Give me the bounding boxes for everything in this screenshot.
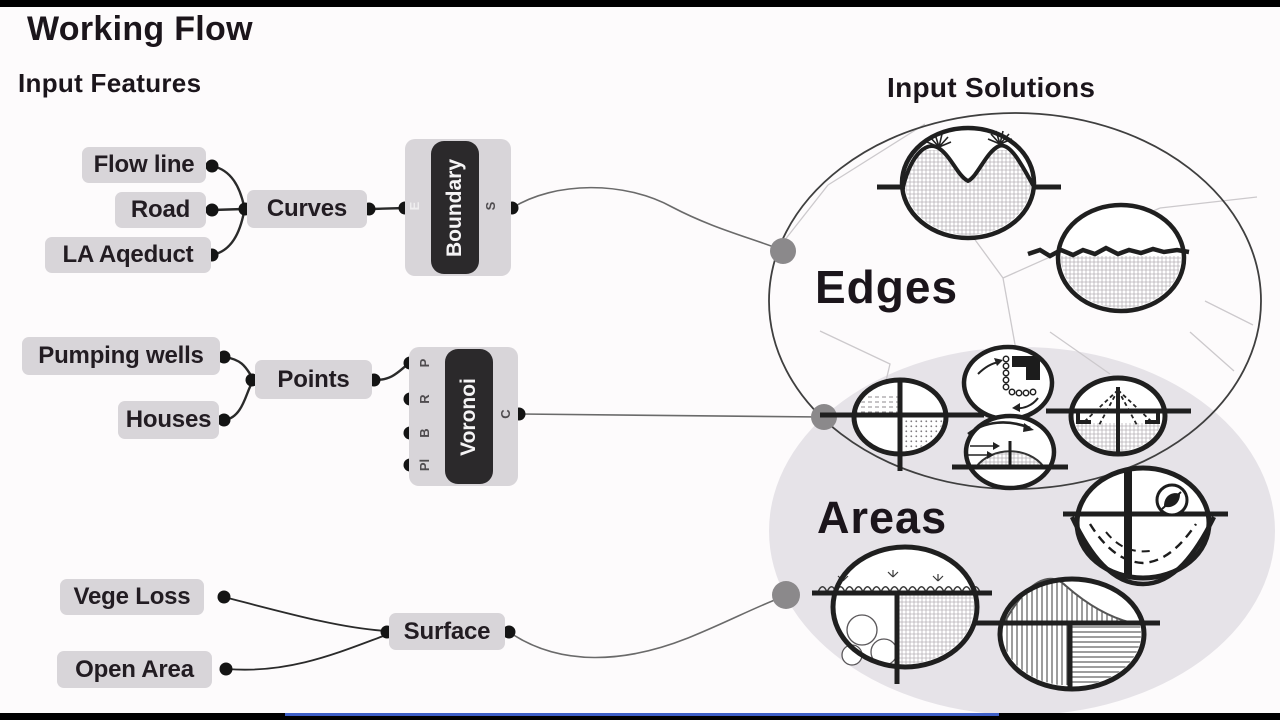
voronoi-node-body: Voronoi xyxy=(445,349,493,484)
chip-flow-line: Flow line xyxy=(82,147,206,183)
port-vegeloss-out xyxy=(217,590,231,604)
boundary-node-label: Boundary xyxy=(443,158,466,257)
letterbox-top xyxy=(0,0,1280,7)
infiltration-steps-icon xyxy=(961,344,1055,422)
port-openarea-out xyxy=(219,662,233,676)
voronoi-port-label-b: B xyxy=(417,428,432,438)
wire-flowline-curves xyxy=(211,164,246,207)
cable-fan-section-icon xyxy=(1046,375,1191,457)
boundary-node: Boundary E S xyxy=(405,139,511,276)
port-wells-out xyxy=(217,350,231,364)
edges-label: Edges xyxy=(815,261,959,313)
boundary-port-label-in: E xyxy=(407,201,422,211)
boundary-port-label-out: S xyxy=(483,201,498,211)
port-flowline-out xyxy=(205,159,219,173)
node-wires xyxy=(211,164,409,671)
page-title: Working Flow xyxy=(27,10,253,48)
video-progress-bar[interactable] xyxy=(285,713,999,716)
boundary-node-body: Boundary xyxy=(431,141,479,274)
waterline-section-icon xyxy=(1027,202,1190,314)
chip-houses: Houses xyxy=(118,401,219,439)
voronoi-node: Voronoi P R B Pl C xyxy=(409,347,518,486)
chip-road: Road xyxy=(115,192,206,228)
voronoi-port-label-out: C xyxy=(498,409,513,419)
flow-over-mound-icon xyxy=(952,413,1068,491)
wire-vegeloss-surface xyxy=(223,596,387,632)
connector-dot-areas xyxy=(772,581,800,609)
wire-boundary-edges xyxy=(511,186,783,251)
wire-voronoi-middle xyxy=(519,413,823,418)
wire-openarea-surface xyxy=(226,634,387,671)
quadrant-section-icon xyxy=(820,377,984,471)
chip-pumping-wells: Pumping wells xyxy=(22,337,220,375)
port-surface-out xyxy=(502,625,516,639)
voronoi-node-label: Voronoi xyxy=(457,377,480,456)
port-houses-out xyxy=(217,413,231,427)
flag-pole xyxy=(1124,468,1132,578)
input-solutions-heading: Input Solutions xyxy=(887,72,1096,103)
wire-aqeduct-curves xyxy=(211,211,246,257)
chip-open-area: Open Area xyxy=(57,651,212,688)
wire-surface-areas xyxy=(508,595,786,659)
chip-surface: Surface xyxy=(389,613,505,650)
chip-curves: Curves xyxy=(247,190,367,228)
basin-flag-icon xyxy=(1063,465,1228,587)
letterbox-bottom xyxy=(0,713,1280,720)
input-features-heading: Input Features xyxy=(18,68,202,98)
connector-dot-edges xyxy=(770,238,796,264)
voronoi-port-label-pl: Pl xyxy=(417,458,432,472)
chip-la-aqeduct: LA Aqeduct xyxy=(45,237,211,273)
vegetation-section-icon xyxy=(812,544,992,684)
wire-houses-points xyxy=(224,382,254,422)
chip-points: Points xyxy=(255,360,372,399)
solution-wires xyxy=(508,186,823,659)
dune-section-icon xyxy=(877,125,1061,241)
areas-label: Areas xyxy=(817,492,948,543)
voronoi-port-label-r: R xyxy=(417,394,432,404)
chip-vege-loss: Vege Loss xyxy=(60,579,204,615)
port-road-out xyxy=(205,203,219,217)
voronoi-port-label-p: P xyxy=(417,358,432,368)
